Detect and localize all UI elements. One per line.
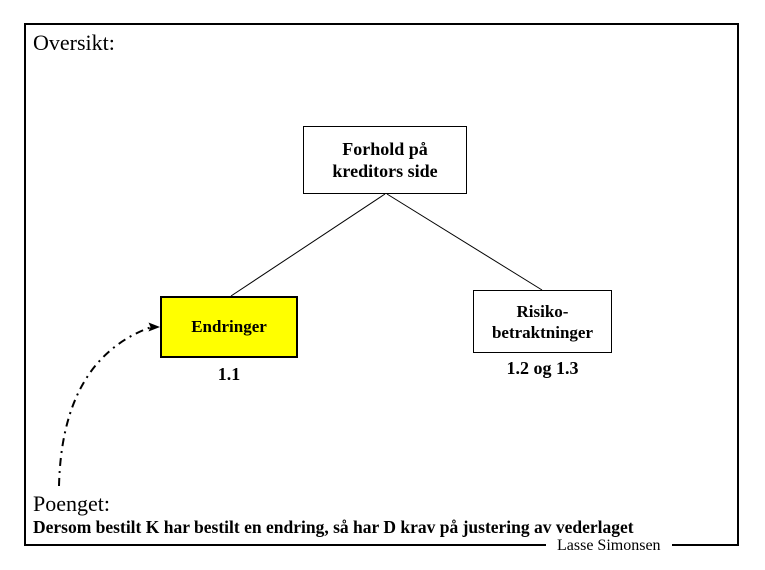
point-text: Dersom bestilt K har bestilt en endring,…	[33, 517, 634, 537]
point-heading: Poenget:	[33, 491, 110, 516]
diagram-box-risiko: Risiko- betraktninger	[473, 290, 612, 353]
diagram-box-endringer-label: Endringer	[191, 317, 267, 336]
diagram-box-risiko-line2: betraktninger	[491, 322, 594, 342]
diagram-box-root-line1: Forhold på	[342, 139, 428, 159]
slide-border-frame	[24, 23, 739, 546]
section-ref-risiko: 1.2 og 1.3	[506, 358, 579, 378]
diagram-box-risiko-line1: Risiko-	[516, 301, 569, 321]
slide-title: Oversikt:	[33, 30, 115, 55]
section-ref-endringer: 1.1	[217, 364, 241, 384]
diagram-box-endringer: Endringer	[160, 296, 298, 358]
diagram-box-root-line2: kreditors side	[332, 161, 438, 181]
author-footer: Lasse Simonsen	[546, 537, 672, 554]
diagram-box-root: Forhold på kreditors side	[303, 126, 467, 194]
